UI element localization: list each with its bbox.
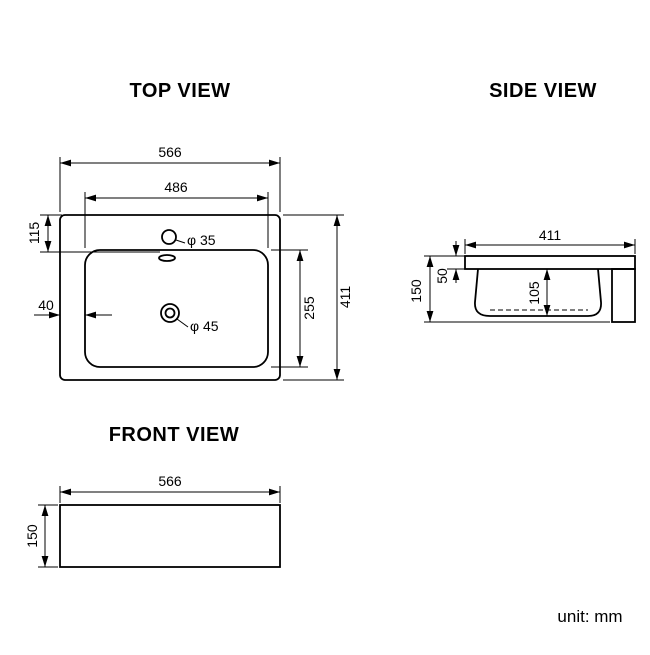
front-view-outline xyxy=(59,504,281,568)
dim-label: 150 xyxy=(24,524,40,548)
dim-top-edge-gap: 40 xyxy=(34,297,112,319)
dim-label: 486 xyxy=(164,179,188,195)
top-view: TOP VIEW 566 486 xyxy=(26,80,353,381)
basin-inner-rect xyxy=(84,249,269,368)
dim-top-faucet-offset: 115 xyxy=(26,214,160,253)
dim-label: φ 35 xyxy=(187,232,216,248)
dim-label: φ 45 xyxy=(190,318,219,334)
dim-label: 50 xyxy=(434,268,450,284)
front-profile-rect xyxy=(59,504,281,568)
dim-faucet-diameter: φ 35 xyxy=(175,232,216,248)
drain-hole-outer xyxy=(160,303,180,323)
dim-label: 566 xyxy=(158,144,182,160)
dim-front-height: 150 xyxy=(24,504,58,568)
side-view-outline xyxy=(464,255,636,323)
dim-label: 115 xyxy=(26,222,42,245)
dim-side-height: 150 xyxy=(408,255,610,323)
leader-line xyxy=(176,318,189,328)
front-view-title: FRONT VIEW xyxy=(109,424,240,446)
dim-top-overall-depth: 411 xyxy=(283,214,353,381)
rim-profile xyxy=(464,255,636,270)
dim-top-overall-width: 566 xyxy=(59,144,281,212)
top-view-title: TOP VIEW xyxy=(129,80,230,102)
dim-label: 566 xyxy=(158,473,182,489)
front-view: FRONT VIEW 566 150 xyxy=(24,424,281,568)
dim-top-basin-width: 486 xyxy=(84,179,269,248)
back-edge-profile xyxy=(611,268,636,323)
faucet-hole xyxy=(161,229,177,245)
overflow-slot xyxy=(158,254,176,262)
top-view-outline xyxy=(59,214,281,381)
side-view-title: SIDE VIEW xyxy=(489,80,597,102)
dim-side-bowl-depth: 105 xyxy=(526,269,551,316)
dim-label: 40 xyxy=(38,297,54,313)
side-view: SIDE VIEW 411 50 xyxy=(408,80,636,323)
dim-label: 255 xyxy=(301,296,317,320)
dim-drain-diameter: φ 45 xyxy=(176,318,219,334)
sink-outer-rect xyxy=(59,214,281,381)
dim-label: 150 xyxy=(408,279,424,303)
unit-label: unit: mm xyxy=(557,607,622,626)
dim-label: 411 xyxy=(539,227,562,243)
dim-side-depth: 411 xyxy=(464,227,636,254)
leader-line xyxy=(175,239,186,244)
dim-label: 105 xyxy=(526,281,542,305)
dim-top-basin-depth: 255 xyxy=(271,249,317,368)
dim-label: 411 xyxy=(337,286,353,309)
dim-side-rim-thickness: 50 xyxy=(434,241,467,284)
drain-hole-inner xyxy=(164,307,176,319)
bowl-profile xyxy=(474,268,602,317)
dim-front-width: 566 xyxy=(59,473,281,503)
